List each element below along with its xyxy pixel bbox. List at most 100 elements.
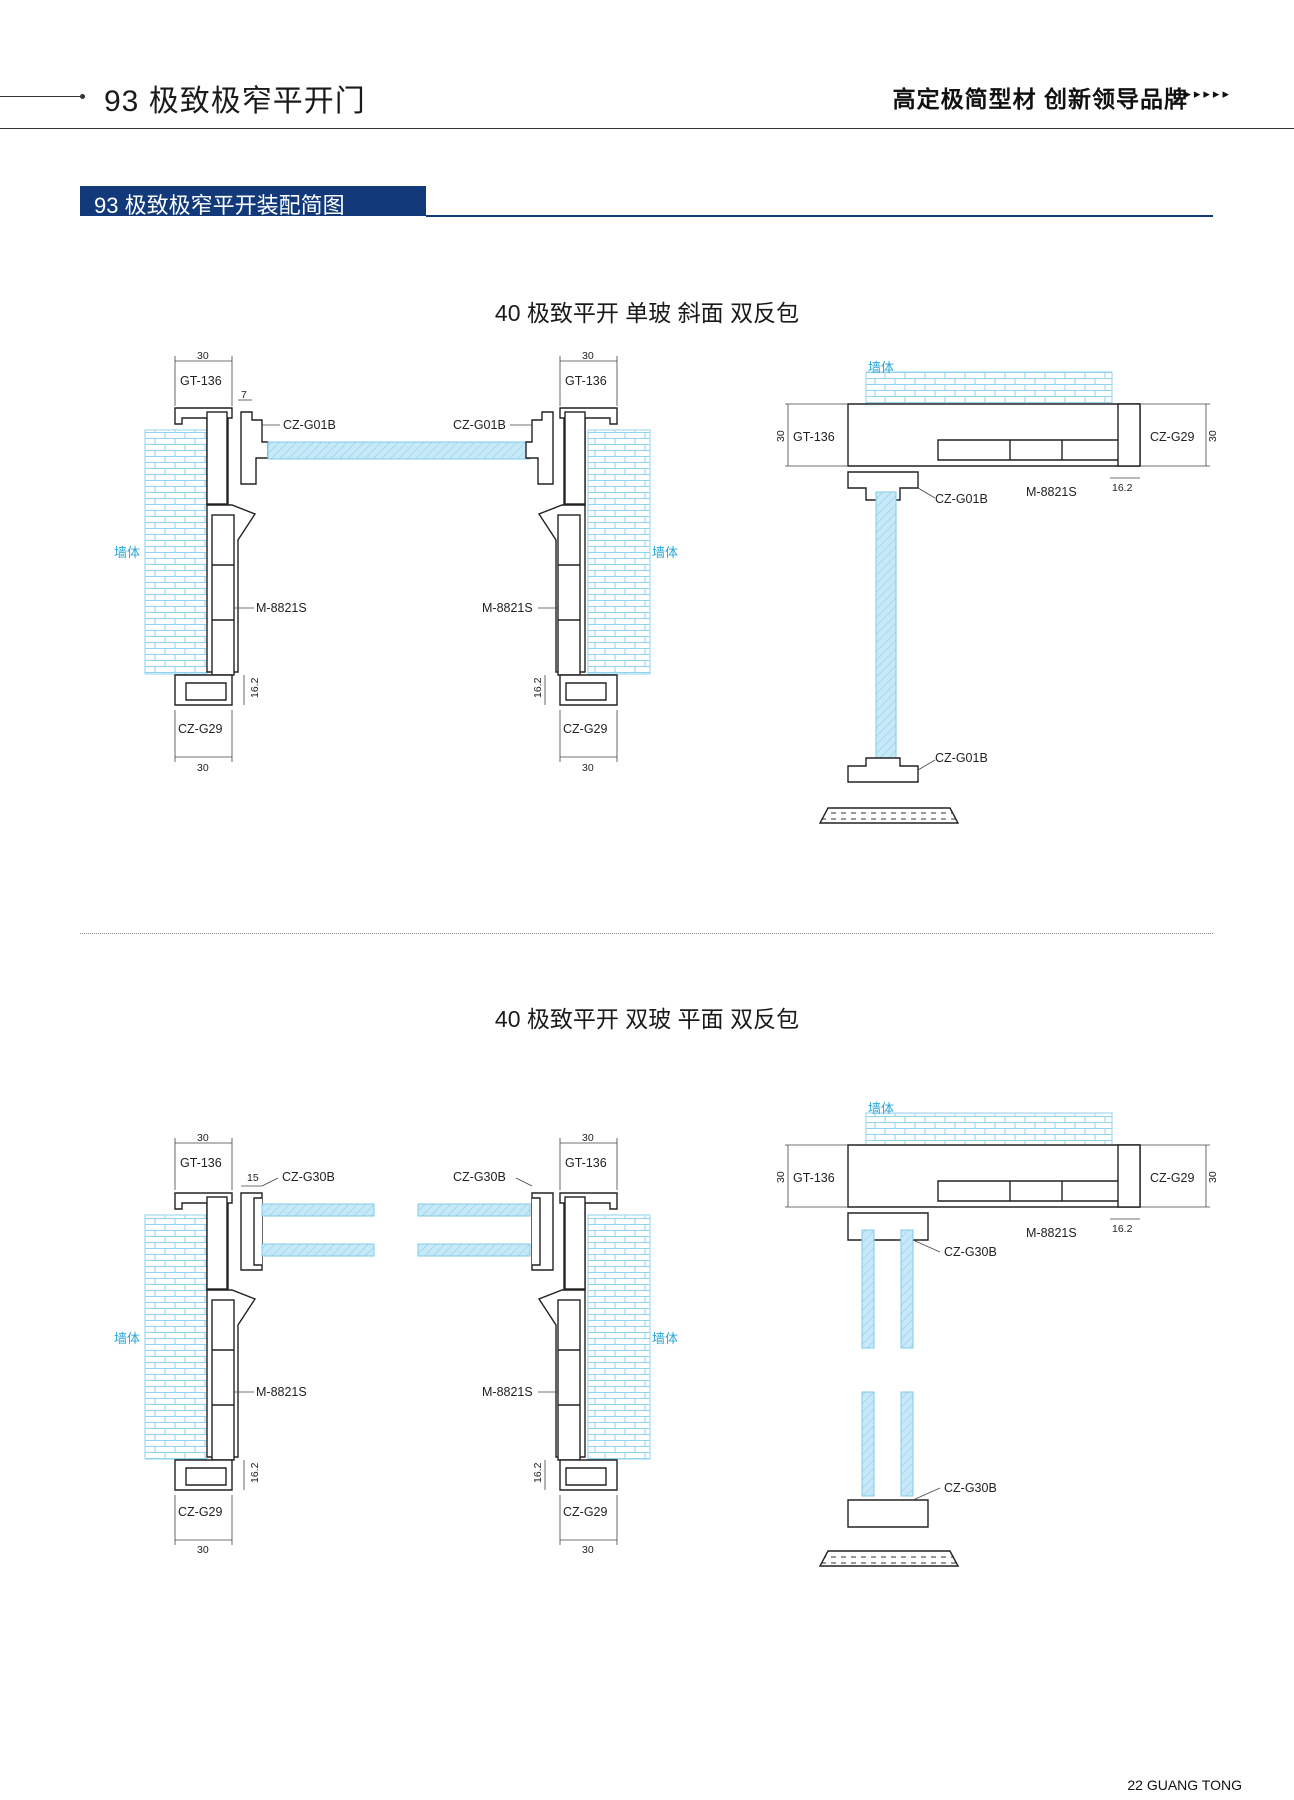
dim-width-top-left-1: 30	[197, 350, 209, 362]
label-cover-right-1: CZ-G29	[563, 722, 608, 736]
dim-plan-offset-2: 16.2	[1112, 1223, 1133, 1235]
header-rule	[0, 128, 1294, 129]
plan-bead-bottom-2	[847, 1499, 929, 1528]
glass-right-a-2	[417, 1203, 531, 1217]
label-plan-sash-1: M-8821S	[1026, 485, 1077, 499]
label-plan-frame-2: GT-136	[793, 1171, 835, 1185]
cover-right-1	[559, 674, 618, 706]
arrows-icon: ▸▸▸▸▸	[1184, 86, 1232, 101]
label-plan-bead-bottom-2: CZ-G30B	[944, 1481, 997, 1495]
label-cover-right-2: CZ-G29	[563, 1505, 608, 1519]
label-bead-right-1: CZ-G01B	[453, 418, 506, 432]
plan-glass-a-bot-2	[861, 1391, 875, 1497]
glass-panel-1	[267, 441, 531, 460]
dim-plan-right-2: 30	[1207, 1171, 1219, 1183]
plan-glass-b-top-2	[900, 1229, 914, 1349]
label-wall-left-1: 墙体	[114, 545, 140, 560]
plan-bead-top-2	[847, 1212, 929, 1241]
plan-glass-a-top-2	[861, 1229, 875, 1349]
label-plan-sash-2: M-8821S	[1026, 1226, 1077, 1240]
glass-left-a-2	[261, 1203, 375, 1217]
dim-width-top-right-1: 30	[582, 350, 594, 362]
footer-brand: GUANG TONG	[1146, 1777, 1242, 1793]
sash-left-1	[211, 514, 235, 676]
label-frame-left-1: GT-136	[180, 374, 222, 388]
label-sash-left-1: M-8821S	[256, 601, 307, 615]
bead-left-2	[240, 1192, 263, 1271]
label-bead-left-2: CZ-G30B	[282, 1170, 335, 1184]
sash-right-1	[557, 514, 581, 676]
dim-width-bottom-right-2: 30	[582, 1544, 594, 1556]
plan-frame-2	[847, 1144, 1141, 1208]
footer: 22 GUANG TONG	[1127, 1777, 1242, 1793]
cover-left-1	[174, 674, 233, 706]
dim-plan-left-2: 30	[775, 1171, 787, 1183]
label-cover-left-1: CZ-G29	[178, 722, 223, 736]
label-bead-right-2: CZ-G30B	[453, 1170, 506, 1184]
header-dot	[80, 94, 85, 99]
bead-right-2	[531, 1192, 554, 1271]
diagram1-title: 40 极致平开 单玻 斜面 双反包	[494, 300, 800, 326]
page-number: 22	[1127, 1777, 1143, 1793]
ground-hatch-1	[818, 807, 960, 824]
dim-width-top-left-2: 30	[197, 1132, 209, 1144]
label-frame-right-1: GT-136	[565, 374, 607, 388]
dim-offset-right-2: 16.2	[532, 1462, 544, 1483]
sash-left-2	[211, 1299, 235, 1461]
bead-right-1	[525, 411, 554, 485]
section-title: 93 极致极窄平开装配简图	[94, 193, 345, 218]
bead-left-1	[240, 411, 269, 485]
label-sash-right-2: M-8821S	[482, 1385, 533, 1399]
header-lead-line	[0, 96, 80, 97]
label-plan-wall-2: 墙体	[868, 1101, 894, 1116]
section-underline	[426, 215, 1213, 217]
label-plan-bead-bottom-1: CZ-G01B	[935, 751, 988, 765]
dim-offset-left-1: 16.2	[249, 677, 261, 698]
label-plan-bead-top-1: CZ-G01B	[935, 492, 988, 506]
dim-width-bottom-left-2: 30	[197, 1544, 209, 1556]
label-frame-right-2: GT-136	[565, 1156, 607, 1170]
ground-hatch-2	[818, 1550, 960, 1567]
brand-slogan: 高定极简型材 创新领导品牌	[892, 86, 1188, 112]
label-plan-bead-top-2: CZ-G30B	[944, 1245, 997, 1259]
plan-frame-1	[847, 403, 1141, 467]
dim-width-bottom-right-1: 30	[582, 762, 594, 774]
wall-right-1	[587, 429, 651, 675]
cover-left-2	[174, 1459, 233, 1491]
wall-left-2	[144, 1214, 208, 1460]
plan-glass-b-bot-2	[900, 1391, 914, 1497]
label-cover-left-2: CZ-G29	[178, 1505, 223, 1519]
cover-right-2	[559, 1459, 618, 1491]
dim-width-bottom-left-1: 30	[197, 762, 209, 774]
label-wall-right-1: 墙体	[652, 545, 678, 560]
glass-right-b-2	[417, 1243, 531, 1257]
dim-offset-right-1: 16.2	[532, 677, 544, 698]
plan-bead-bottom-1	[847, 757, 919, 783]
label-bead-left-1: CZ-G01B	[283, 418, 336, 432]
label-sash-left-2: M-8821S	[256, 1385, 307, 1399]
label-plan-cover-1: CZ-G29	[1150, 430, 1195, 444]
wall-left-1	[144, 429, 208, 675]
label-plan-frame-1: GT-136	[793, 430, 835, 444]
label-plan-wall-1: 墙体	[868, 360, 894, 375]
dim-gap-1: 7	[241, 389, 247, 401]
label-sash-right-1: M-8821S	[482, 601, 533, 615]
dim-width-top-right-2: 30	[582, 1132, 594, 1144]
wall-right-2	[587, 1214, 651, 1460]
dim-plan-right-1: 30	[1207, 430, 1219, 442]
label-wall-right-2: 墙体	[652, 1331, 678, 1346]
plan-bead-top-1	[847, 471, 919, 501]
sash-right-2	[557, 1299, 581, 1461]
dim-offset-left-2: 16.2	[249, 1462, 261, 1483]
label-plan-cover-2: CZ-G29	[1150, 1171, 1195, 1185]
section-separator	[80, 933, 1213, 934]
page-title: 93 极致极窄平开门	[104, 85, 366, 118]
glass-left-b-2	[261, 1243, 375, 1257]
label-wall-left-2: 墙体	[114, 1331, 140, 1346]
dim-plan-offset-1: 16.2	[1112, 482, 1133, 494]
diagram2-title: 40 极致平开 双玻 平面 双反包	[494, 1006, 800, 1032]
label-frame-left-2: GT-136	[180, 1156, 222, 1170]
section-title-bar	[80, 186, 426, 216]
dim-plan-left-1: 30	[775, 430, 787, 442]
